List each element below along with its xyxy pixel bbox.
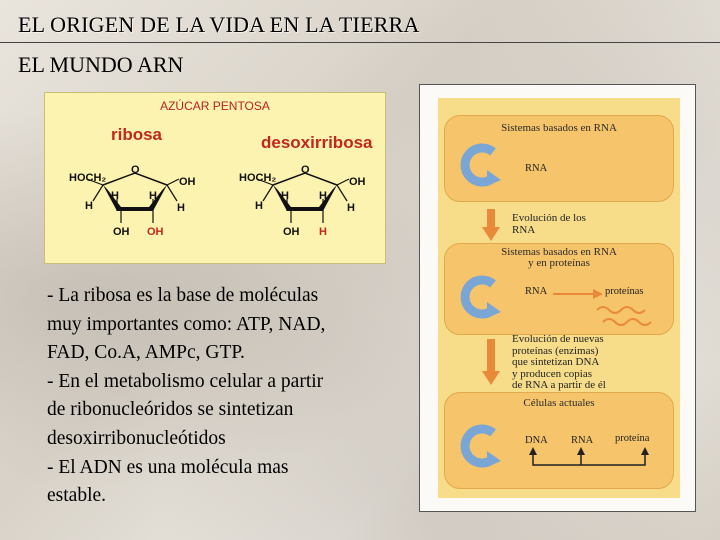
evolution2-line: y producen copias [512,367,593,380]
body-line: FAD, Co.A, AMPc, GTP. [47,342,245,364]
down-arrow-icon [482,209,500,241]
sugar-structures: O HOCH₂ OH H H H H OH OH O HOCH₂ OH H [69,164,366,238]
body-line: estable. [47,485,107,507]
deoxyribose-structure: O HOCH₂ OH H H H H OH H [239,164,366,238]
deoxyribose-hoch2: HOCH₂ [239,172,276,184]
stage1-rna-label: RNA [525,163,548,174]
deoxyribose-ring-top [272,172,338,186]
evolution2-line: que sintetizan DNA [512,356,600,368]
ribose-h4: H [177,202,185,214]
ribose-ring-oxygen: O [131,164,140,176]
transcription-arrows-icon [529,447,649,466]
sugar-panel-heading: AZÚCAR PENTOSA [160,99,270,113]
stage2-rna-label: RNA [525,286,548,297]
deoxyribose-ring-bottom [273,185,337,211]
stage3-protein-label: proteína [615,433,650,444]
ribose-oh-bottom-left: OH [113,226,130,238]
stage2-title-line2: y en proteínas [528,257,590,269]
stage3-dna-label: DNA [525,435,548,446]
stage1-title: Sistemas basados en RNA [501,122,617,134]
ribose-bond-hoch2 [86,178,104,186]
deoxyribose-oh-right: OH [349,176,366,188]
ribose-label: ribosa [111,125,163,144]
evolution1-text: Evolución de los RNA [512,212,586,236]
deoxyribose-bond-hoch2 [256,178,274,186]
ribose-bond-h1 [92,184,104,202]
ribose-oh-bottom-right: OH [147,226,164,238]
ribose-structure: O HOCH₂ OH H H H H OH OH [69,164,196,238]
deoxyribose-ring-oxygen: O [301,164,310,176]
evolution2-line: de RNA a partir de él [512,379,606,391]
ribose-oh-right: OH [179,176,196,188]
protein-squiggle-icon [596,306,652,326]
deoxyribose-bond-h4 [336,184,348,202]
deoxyribose-h4: H [347,202,355,214]
ribose-bond-oh [166,178,180,186]
evolution1-line: RNA [512,223,536,236]
cycle-arrow-icon [460,143,501,187]
deoxyribose-h-bottom-right: H [319,226,327,238]
deoxyribose-oh-bottom-left: OH [283,226,300,238]
deoxyribose-h3: H [319,190,327,202]
stage-rna-systems: Sistemas basados en RNA RNA [444,115,674,202]
stage3-rna-label: RNA [571,435,594,446]
ribose-bond-h4 [166,184,178,202]
stage-current-cells: Células actuales DNA RNA proteína [444,392,674,489]
deoxyribose-bond-h1 [262,184,274,202]
body-line: - En el metabolismo celular a partir [47,370,324,392]
deoxyribose-h2: H [281,190,289,202]
body-text: - La ribosa es la base de moléculas muy … [47,282,407,511]
deoxyribose-bond-oh [336,178,350,186]
stage3-title: Células actuales [523,397,595,409]
body-line: - La ribosa es la base de moléculas [47,285,319,306]
pentose-sugar-panel: AZÚCAR PENTOSA ribosa desoxirribosa O HO… [44,92,386,264]
evolution2-line: Evolución de nuevas [512,333,604,345]
ribose-ring-bottom [103,185,167,211]
deoxyribose-h1: H [255,200,263,212]
evolution1-line: Evolución de los [512,212,586,224]
body-line: muy importantes como: ATP, NAD, [47,313,326,335]
cycle-arrow-icon [460,424,501,468]
body-line: de ribonucleóridos se sintetizan [47,399,294,421]
title-divider [0,42,720,43]
ribose-ring-top [102,172,168,186]
evolution2-text: Evolución de nuevas proteínas (enzimas) … [512,333,606,392]
rna-world-diagram: Sistemas basados en RNA RNA Evolución de… [419,84,696,512]
stage2-proteins-label: proteínas [605,286,644,297]
ribose-hoch2: HOCH₂ [69,172,106,184]
page-subtitle: EL MUNDO ARN [18,52,184,77]
down-arrow-icon [482,339,500,385]
right-arrow-icon [553,289,603,299]
ribose-h2: H [111,190,119,202]
deoxyribose-label: desoxirribosa [261,133,373,152]
page-title: EL ORIGEN DE LA VIDA EN LA TIERRA [18,12,420,37]
body-line: desoxirribonucleótidos [47,427,226,449]
stage2-title-line1: Sistemas basados en RNA [501,246,617,258]
stage-rna-protein-systems: Sistemas basados en RNA y en proteínas R… [444,243,674,335]
body-line: - El ADN es una molécula mas [47,456,289,478]
evolution2-line: proteínas (enzimas) [512,344,599,357]
ribose-h1: H [85,200,93,212]
ribose-h3: H [149,190,157,202]
cycle-arrow-icon [460,275,501,319]
